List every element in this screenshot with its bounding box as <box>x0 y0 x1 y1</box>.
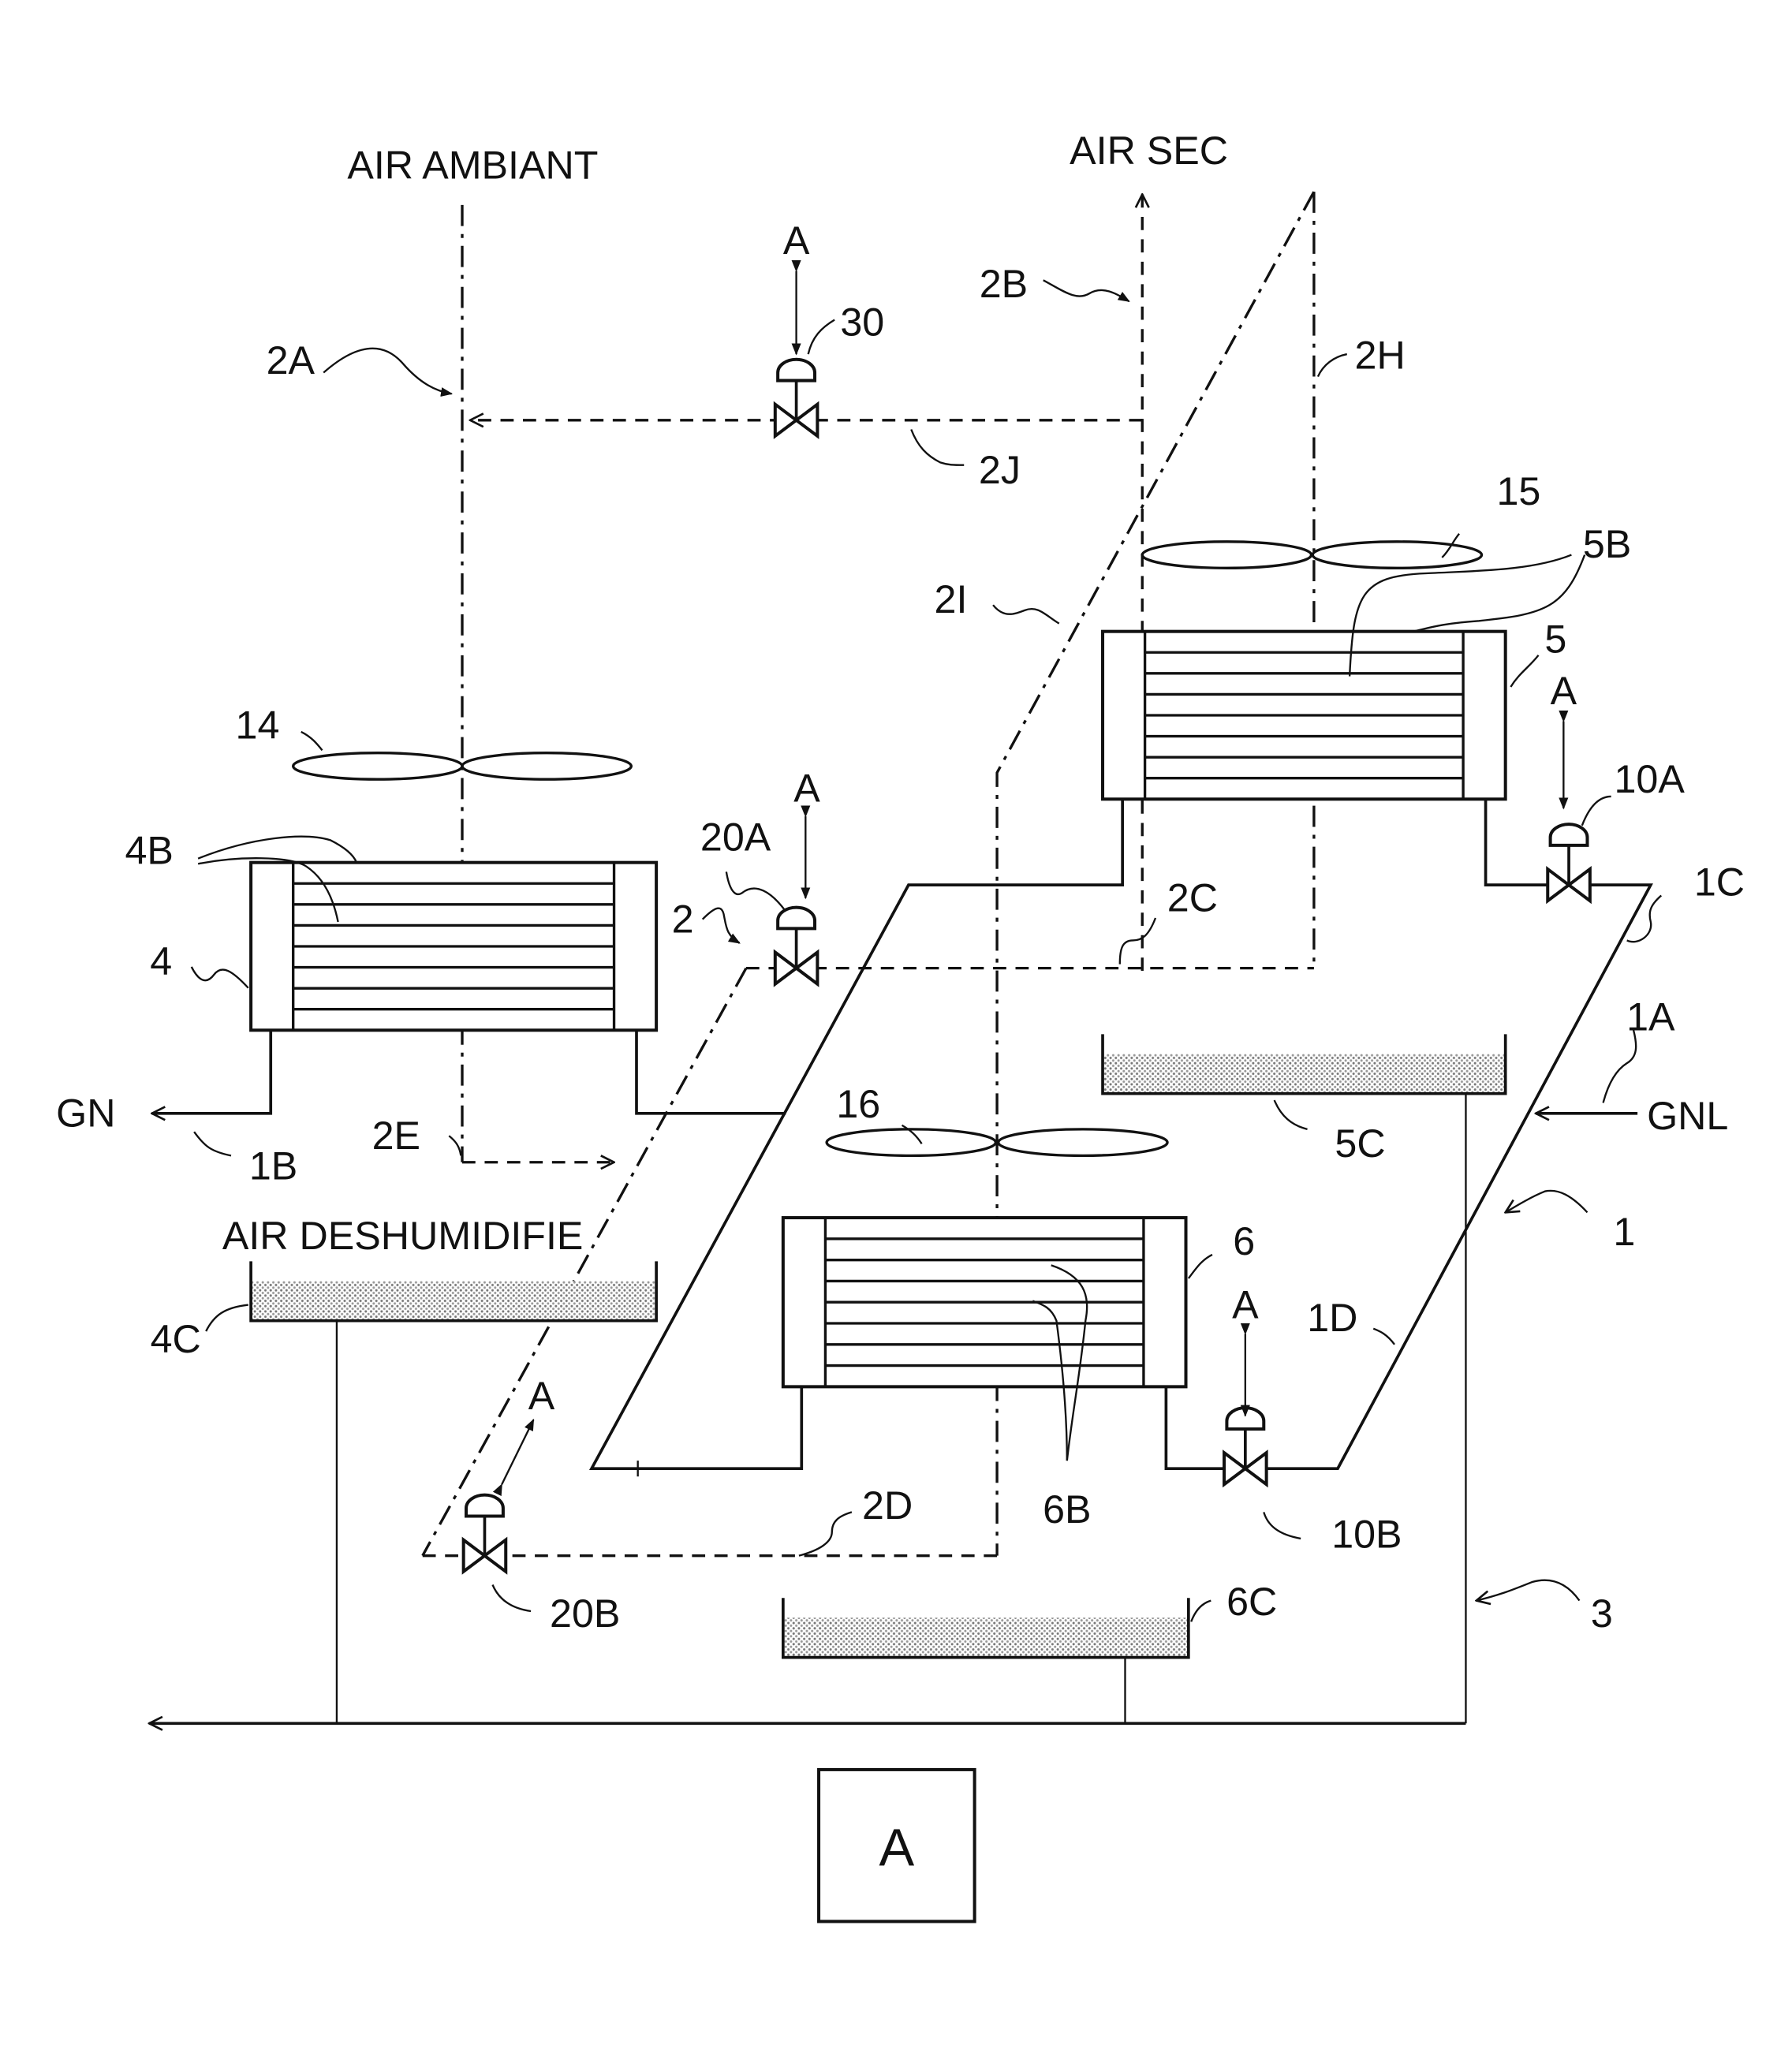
lng-line-1c-1d <box>1164 799 1653 1471</box>
reference-labels: 2A 2B 30 2H 2J 15 5B 2I 5 14 10A 4B 20A … <box>125 262 1745 1636</box>
ref-5b: 5B <box>1583 522 1631 566</box>
signal-arrow-10a: A <box>1551 669 1577 810</box>
signal-label-30: A <box>783 218 810 263</box>
ref-16: 16 <box>836 1082 880 1126</box>
ref-6b: 6B <box>1043 1487 1091 1532</box>
ref-14: 14 <box>236 703 280 747</box>
control-valve-30[interactable] <box>773 357 819 439</box>
gnl-inlet-label: GNL <box>1647 1094 1728 1138</box>
ref-1: 1 <box>1613 1210 1635 1254</box>
signal-label-20a: A <box>793 767 820 811</box>
ref-20a: 20A <box>700 815 771 860</box>
heat-exchanger-4 <box>249 860 659 1032</box>
fan-16 <box>825 1128 1169 1158</box>
ref-1c: 1C <box>1694 860 1745 905</box>
gn-line-1b <box>152 1030 273 1113</box>
tray-6c <box>782 1598 1190 1659</box>
ref-30: 30 <box>840 300 884 345</box>
signal-label-10a: A <box>1551 669 1577 713</box>
ref-5c: 5C <box>1335 1121 1385 1166</box>
fan-15 <box>1141 540 1484 569</box>
signal-arrow-20a: A <box>793 767 820 900</box>
controller-label: A <box>879 1818 915 1877</box>
ref-2d: 2D <box>862 1483 913 1528</box>
lng-line-to-4 <box>635 1030 786 1115</box>
ref-20b: 20B <box>550 1591 620 1636</box>
ref-2i: 2I <box>935 577 968 621</box>
ref-2a: 2A <box>267 338 315 382</box>
control-valve-10b[interactable] <box>1223 1406 1268 1488</box>
tray-5c <box>1101 1034 1507 1095</box>
fan-14 <box>292 752 633 781</box>
heat-exchanger-5 <box>1101 629 1507 801</box>
ref-2b: 2B <box>980 262 1028 306</box>
ref-3: 3 <box>1591 1591 1613 1636</box>
ref-15: 15 <box>1496 469 1540 513</box>
dehumidified-air-label: AIR DESHUMIDIFIE <box>222 1214 584 1258</box>
ref-2j: 2J <box>979 448 1021 492</box>
control-valve-20a[interactable] <box>773 905 819 987</box>
ref-2e: 2E <box>372 1114 420 1158</box>
ref-2: 2 <box>672 897 694 941</box>
ref-4b: 4B <box>125 828 173 872</box>
lng-circuit <box>152 799 1653 1477</box>
ambient-air-label: AIR AMBIANT <box>347 143 598 187</box>
air-line-2i <box>995 191 1316 1556</box>
tray-4c <box>249 1261 658 1323</box>
ref-4: 4 <box>150 939 172 983</box>
control-valve-10a[interactable] <box>1546 823 1592 905</box>
ref-10a: 10A <box>1614 757 1685 801</box>
gn-outlet-label: GN <box>56 1091 115 1136</box>
ref-2h: 2H <box>1355 333 1406 377</box>
ref-1d: 1D <box>1307 1296 1357 1340</box>
controller-a[interactable]: A <box>817 1767 976 1923</box>
signal-arrow-20b: A <box>492 1374 555 1497</box>
ref-10b: 10B <box>1331 1513 1402 1557</box>
ref-6: 6 <box>1233 1219 1255 1263</box>
ref-1a: 1A <box>1626 994 1675 1039</box>
signal-arrow-30: A <box>783 218 810 356</box>
lng-line-left <box>588 799 1124 1471</box>
heat-exchanger-6 <box>781 1216 1188 1389</box>
ref-4c: 4C <box>151 1317 201 1361</box>
signal-label-20b: A <box>528 1374 555 1418</box>
dry-air-label: AIR SEC <box>1070 129 1228 173</box>
signal-label-10b: A <box>1232 1282 1259 1326</box>
ref-5: 5 <box>1544 617 1566 661</box>
leader-lines <box>190 279 1663 1622</box>
ref-1b: 1B <box>249 1144 297 1188</box>
drain-circuit <box>149 1093 1467 1724</box>
air-line-diagonal <box>421 967 748 1557</box>
ref-2c: 2C <box>1167 876 1218 920</box>
ref-6c: 6C <box>1226 1580 1277 1624</box>
control-valve-20b[interactable] <box>461 1493 508 1575</box>
signal-arrow-10b: A <box>1232 1282 1259 1417</box>
